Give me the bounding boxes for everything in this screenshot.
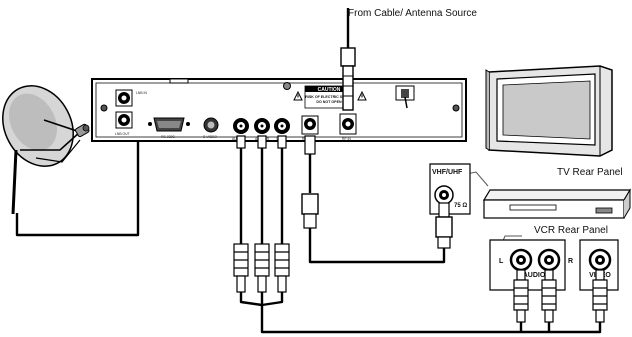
av-lower-plugs	[233, 243, 290, 293]
lnb-in-label: LNB IN	[136, 91, 147, 95]
dish-cable	[15, 102, 140, 237]
caution-line-1: RISK OF ELECTRIC SHOCK	[305, 95, 353, 99]
caution-label: CAUTION RISK OF ELECTRIC SHOCK DO NOT OP…	[304, 85, 354, 109]
rf-out-cable-lower	[308, 228, 446, 264]
rf-in-jack[interactable]	[339, 113, 357, 135]
receiver-rear-panel: LNB IN LNB OUT RS-232C S-VIDEO	[91, 78, 467, 142]
tv-panel-label: TV Rear Panel	[557, 167, 623, 178]
vcr-audio-label: AUDIO	[523, 272, 546, 279]
video-jack[interactable]	[274, 118, 290, 134]
lnb-out-label: LNB OUT	[115, 132, 130, 136]
rf-out-plug	[301, 135, 319, 229]
vcr-panel-label: VCR Rear Panel	[534, 225, 608, 236]
rf-in-label: RF IN	[342, 137, 351, 141]
rf-in-plug	[340, 47, 356, 111]
caution-line-2: DO NOT OPEN	[316, 100, 342, 104]
s-video-label: S-VIDEO	[203, 135, 217, 139]
vcr-av-plugs	[513, 269, 608, 323]
ohm-label: 75 Ω	[454, 203, 467, 209]
vcr-l-label: L	[499, 258, 504, 265]
vcr-audio-r-jack[interactable]	[537, 248, 561, 272]
rs232-label: RS-232C	[161, 135, 175, 139]
vhf-uhf-panel	[429, 163, 471, 215]
av-top-plugs	[236, 135, 287, 149]
lnb-in-jack[interactable]	[115, 89, 133, 107]
vcr-video-jack[interactable]	[588, 248, 612, 272]
vcr-antenna-plug	[435, 202, 453, 249]
warning-triangle-icon	[357, 90, 367, 101]
vcr-antenna-in-jack[interactable]	[434, 185, 454, 205]
vcr-audio-l-jack[interactable]	[509, 248, 533, 272]
caution-title: CAUTION	[318, 87, 341, 93]
av-cable-bundle-mid	[260, 292, 602, 334]
satellite-dish-icon	[2, 85, 90, 215]
cables	[15, 8, 602, 334]
lnb-out-jack[interactable]	[115, 111, 133, 129]
power-switch[interactable]	[395, 85, 415, 109]
audio-l-jack[interactable]	[233, 118, 249, 134]
vcr-icon	[482, 188, 632, 219]
audio-r-jack[interactable]	[254, 118, 270, 134]
rf-out-jack[interactable]	[301, 115, 319, 135]
vcr-r-label: R	[568, 258, 573, 265]
cable-source-label: From Cable/ Antenna Source	[348, 8, 477, 19]
s-video-jack[interactable]	[203, 117, 219, 133]
rs232-port[interactable]	[148, 117, 190, 132]
tv-icon	[485, 65, 613, 157]
warning-triangle-icon	[293, 90, 303, 101]
vhf-uhf-label: VHF/UHF	[432, 169, 463, 176]
